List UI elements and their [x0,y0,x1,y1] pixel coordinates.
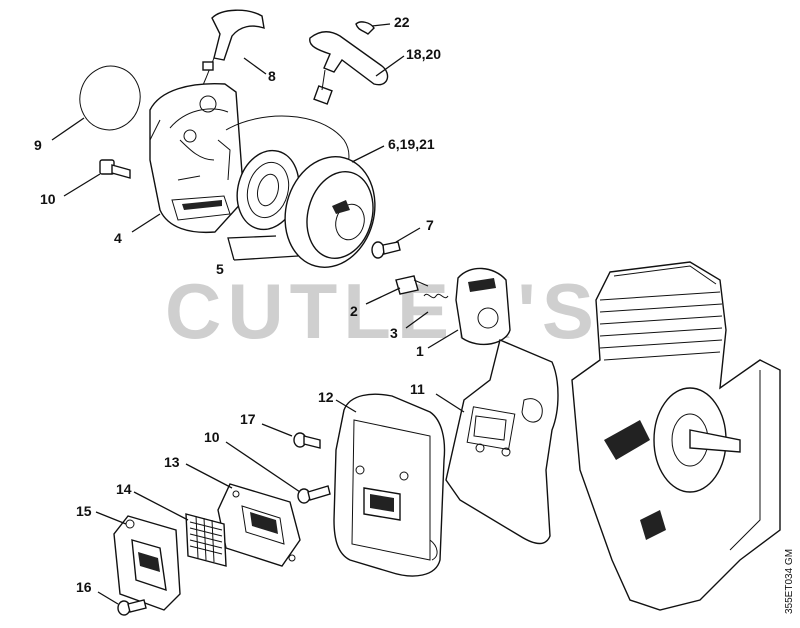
callout-22: 22 [394,14,410,30]
callout-5: 5 [216,261,224,277]
callout-2: 2 [350,303,358,319]
callout-1: 1 [416,343,424,359]
part-10-screw-lower [297,485,331,504]
callout-8: 8 [268,68,276,84]
callout-13: 13 [164,454,180,470]
leader-lines [51,23,465,605]
callout-12: 12 [318,389,334,405]
part-14-screen [185,513,227,567]
part-18-grip-handle [309,31,389,105]
callout-4: 4 [114,230,122,246]
part-8-starter-grip [199,9,265,93]
callout-9: 9 [34,137,42,153]
part-22-clip [355,21,375,35]
part-12-muffler [333,393,446,577]
part-7-screw [371,241,401,259]
callout-17: 17 [240,411,256,427]
part-16-screw [117,599,147,616]
part-15-deflector [113,515,181,611]
part-13-gasket [217,483,301,567]
part-1-ignition-module [455,267,511,346]
part-10-screw-upper [99,159,131,179]
callout-18-20: 18,20 [406,46,441,62]
callout-7: 7 [426,217,434,233]
part-6-rope-rotor [284,156,376,268]
callout-3: 3 [390,325,398,341]
part-11-heat-shield [445,339,559,545]
part-3-spring [423,293,449,299]
callout-labels: 22 18,20 8 9 6,19,21 10 4 7 5 2 3 1 11 1… [34,14,441,595]
part-4-fan-housing [149,83,245,234]
callout-6-19-21: 6,19,21 [388,136,435,152]
part-17-screw [293,432,321,449]
callout-10-upper: 10 [40,191,56,207]
watermark: CUTLER'S [165,267,600,355]
callout-10-lower: 10 [204,429,220,445]
engine-cylinder-crankcase [571,261,781,611]
part-9-o-ring [79,65,141,131]
callout-14: 14 [116,481,132,497]
diagram-code: 355ET034 GM [784,549,795,614]
callout-16: 16 [76,579,92,595]
callout-11: 11 [410,381,425,397]
callout-15: 15 [76,503,92,519]
